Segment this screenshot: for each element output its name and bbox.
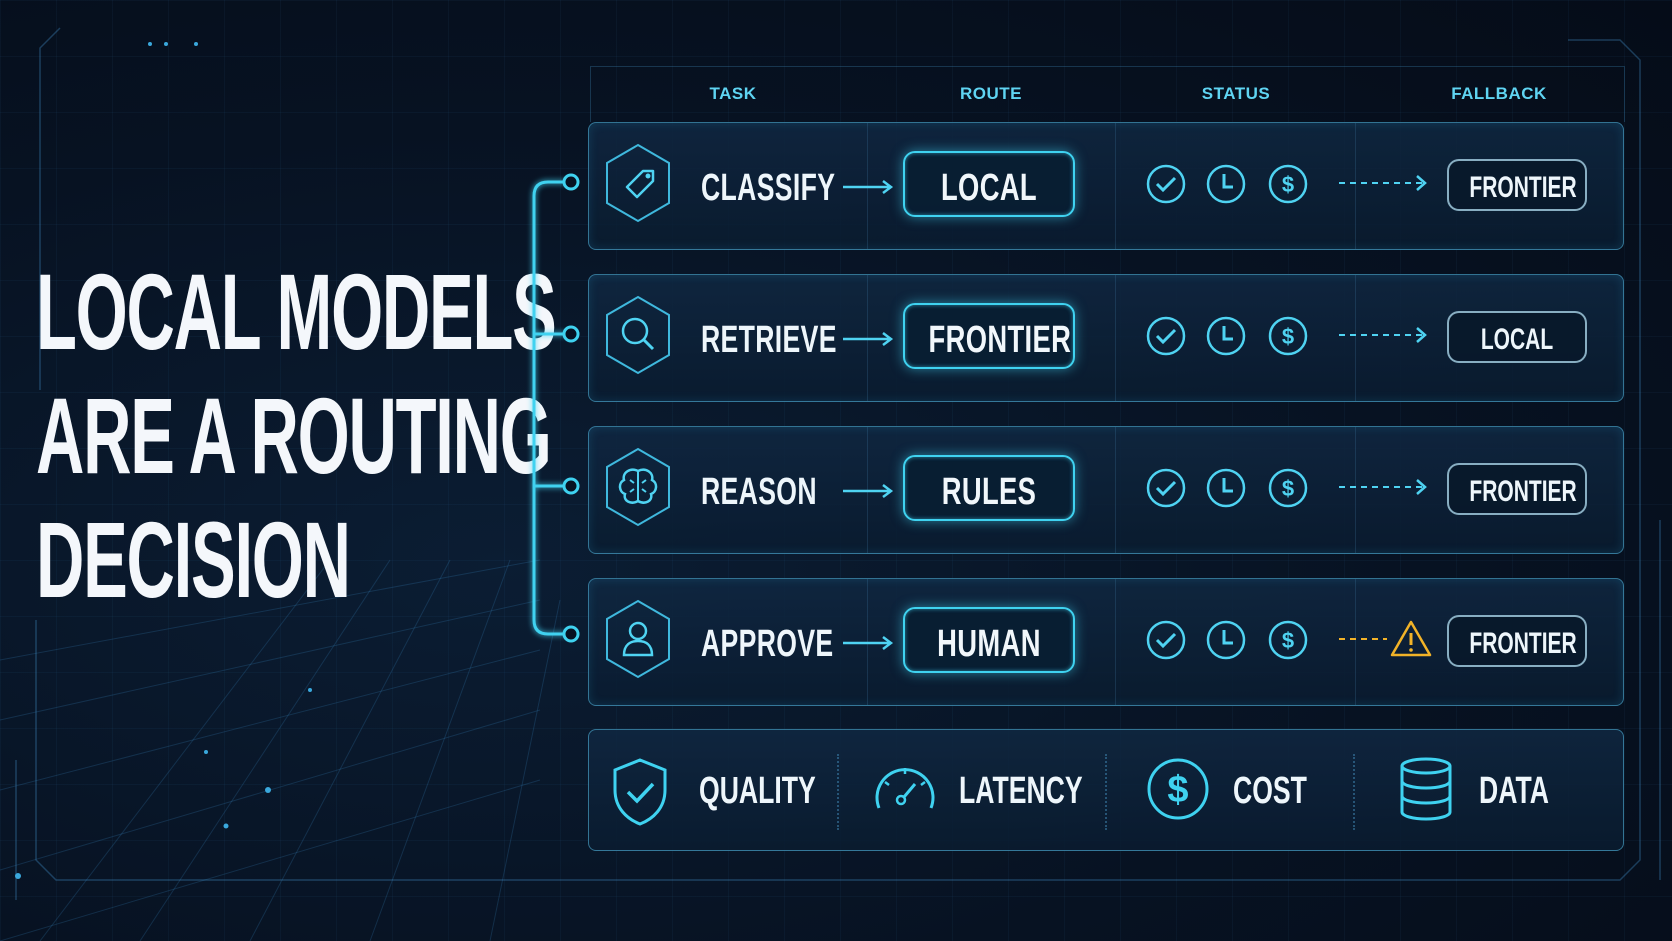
dollar-circle-icon: $: [1147, 758, 1209, 820]
route-label: LOCAL: [940, 167, 1038, 209]
metric-label-quality: QUALITY: [699, 770, 816, 812]
task-label: REASON: [701, 471, 817, 513]
route-chip: RULES: [903, 455, 1075, 521]
svg-text:$: $: [1167, 769, 1188, 811]
clock-icon: [1206, 620, 1246, 660]
person-icon: [606, 599, 670, 679]
speedometer-icon: [875, 768, 935, 809]
metrics-bar: QUALITY LATENCY $ COST DATA: [588, 729, 1624, 851]
route-row-approve: APPROVE HUMAN $ FRONTIER: [588, 578, 1624, 706]
check-circle-icon: [1146, 164, 1186, 204]
svg-text:$: $: [1282, 172, 1294, 197]
brain-icon: [606, 447, 670, 527]
clock-icon: [1206, 468, 1246, 508]
status-icons: $: [1145, 619, 1345, 663]
route-label: HUMAN: [937, 623, 1041, 665]
check-circle-icon: [1146, 316, 1186, 356]
dollar-circle-icon: $: [1268, 620, 1308, 660]
task-label: RETRIEVE: [701, 319, 837, 361]
task-label: CLASSIFY: [701, 167, 836, 209]
column-header-fallback: FALLBACK: [1451, 84, 1547, 103]
route-chip: HUMAN: [903, 607, 1075, 673]
warning-icon: [1390, 620, 1432, 657]
fallback-chip: FRONTIER: [1447, 463, 1587, 515]
fallback-label: FRONTIER: [1469, 171, 1577, 204]
route-label: FRONTIER: [928, 319, 1072, 361]
search-icon: [606, 295, 670, 375]
fallback-label: FRONTIER: [1469, 475, 1577, 508]
task-label: APPROVE: [701, 623, 834, 665]
metric-label-cost: COST: [1233, 770, 1307, 812]
dollar-circle-icon: $: [1268, 316, 1308, 356]
fallback-arrow: [1339, 327, 1427, 343]
column-header-route: ROUTE: [960, 84, 1022, 103]
fallback-chip: FRONTIER: [1447, 615, 1587, 667]
shield-check-icon: [613, 758, 667, 826]
route-arrow: [843, 484, 894, 498]
fallback-label: LOCAL: [1480, 323, 1554, 356]
fallback-arrow: [1339, 479, 1427, 495]
svg-text:$: $: [1282, 476, 1294, 501]
fallback-warning-arrow: [1339, 620, 1432, 657]
fallback-chip: LOCAL: [1447, 311, 1587, 363]
route-chip: LOCAL: [903, 151, 1075, 217]
svg-text:$: $: [1282, 324, 1294, 349]
check-circle-icon: [1146, 620, 1186, 660]
tag-icon: [606, 143, 670, 223]
status-icons: $: [1145, 315, 1345, 359]
table-header-frame: [590, 66, 1625, 122]
route-arrow: [843, 180, 894, 194]
column-header-task: TASK: [709, 84, 757, 103]
status-icons: $: [1145, 163, 1345, 207]
fallback-label: FRONTIER: [1469, 627, 1577, 660]
title-line-3: DECISION: [36, 499, 351, 620]
route-label: RULES: [941, 471, 1037, 513]
svg-text:$: $: [1282, 628, 1294, 653]
route-row-retrieve: RETRIEVE FRONTIER $ LOCAL: [588, 274, 1624, 402]
database-icon: [1400, 757, 1452, 821]
dollar-circle-icon: $: [1268, 468, 1308, 508]
route-arrow: [843, 332, 894, 346]
check-circle-icon: [1146, 468, 1186, 508]
dollar-circle-icon: $: [1268, 164, 1308, 204]
fallback-chip: FRONTIER: [1447, 159, 1587, 211]
column-header-status: STATUS: [1201, 84, 1271, 103]
clock-icon: [1206, 316, 1246, 356]
route-row-classify: CLASSIFY LOCAL $ FRONTIER: [588, 122, 1624, 250]
metric-label-data: DATA: [1479, 770, 1549, 812]
fallback-arrow: [1339, 175, 1427, 191]
route-chip: FRONTIER: [903, 303, 1075, 369]
status-icons: $: [1145, 467, 1345, 511]
metric-label-latency: LATENCY: [959, 770, 1083, 812]
route-arrow: [843, 636, 894, 650]
route-row-reason: REASON RULES $ FRONTIER: [588, 426, 1624, 554]
clock-icon: [1206, 164, 1246, 204]
